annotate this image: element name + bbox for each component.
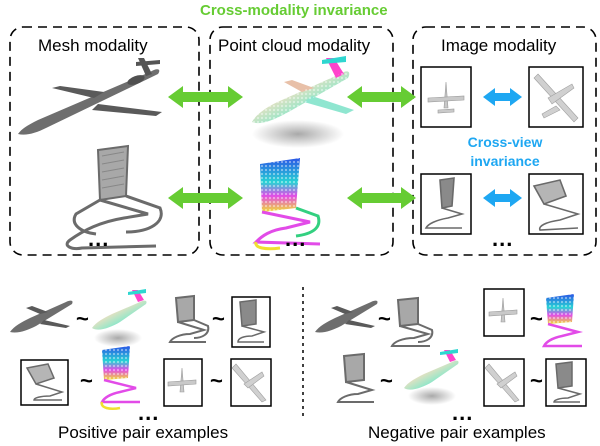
point-cloud-chair	[252, 158, 321, 251]
mesh-chair	[65, 144, 163, 250]
image-airplane-front-render	[427, 81, 465, 114]
image-chair-side-render	[424, 177, 465, 229]
positive-pair-caption: Positive pair examples	[58, 423, 229, 442]
cross-modality-arrow-pc-img-airplane	[347, 86, 416, 108]
negative-pair-airplane-image-front-render	[488, 297, 518, 323]
point-cloud-modality-box	[209, 26, 394, 256]
image-modality-box	[412, 26, 597, 256]
cross-modality-arrow-mesh-pc-airplane	[168, 86, 243, 108]
positive-pair-airplane-pc	[92, 289, 147, 330]
image-ellipsis: ...	[492, 226, 514, 251]
positive-pair-airplane-mesh	[10, 300, 73, 333]
negative-pair-pc-shadow	[408, 387, 456, 405]
pc-airplane-shadow	[252, 120, 344, 148]
positive-tilde-1: ~	[76, 306, 89, 331]
point-cloud-airplane	[252, 56, 354, 124]
cross-view-title: Cross-view invariance	[467, 134, 543, 169]
positive-pair-chair-image-2-render	[25, 363, 65, 401]
point-cloud-modality-label: Point cloud modality	[218, 36, 371, 55]
mesh-modality-box	[9, 26, 200, 256]
cross-modality-arrow-mesh-pc-chair	[168, 187, 243, 209]
negative-tilde-3: ~	[380, 368, 393, 393]
image-chair-angle-render	[532, 179, 581, 231]
image-chair-angle	[528, 173, 584, 235]
negative-tilde-4: ~	[530, 368, 543, 393]
negative-pair-airplane-pc	[404, 349, 459, 390]
mesh-ellipsis: ...	[88, 226, 110, 251]
cross-modality-title: Cross-modality invariance	[200, 2, 388, 19]
positive-tilde-2: ~	[212, 306, 225, 331]
negative-ellipsis: ...	[452, 400, 474, 425]
positive-tilde-4: ~	[210, 368, 223, 393]
negative-tilde-1: ~	[378, 306, 391, 331]
point-cloud-ellipsis: ...	[285, 226, 307, 251]
negative-pair-chair-image-render	[553, 361, 583, 403]
positive-tilde-3: ~	[80, 368, 93, 393]
mesh-airplane	[18, 58, 162, 135]
mesh-modality-label: Mesh modality	[38, 36, 148, 55]
positive-pair-pc-shadow	[94, 329, 142, 347]
negative-pair-chair-mesh-2	[336, 352, 376, 403]
negative-tilde-2: ~	[530, 306, 543, 331]
negative-pair-airplane-mesh	[315, 300, 378, 333]
positive-pair-chair-mesh	[168, 294, 210, 343]
negative-pair-chair-mesh	[390, 296, 434, 347]
cross-view-arrow-airplane	[483, 88, 522, 106]
positive-pair-chair-image-render	[237, 299, 267, 343]
negative-pair-chair-pc	[541, 294, 583, 348]
positive-pair-airplane-image-top-render	[231, 363, 267, 403]
image-modality-label: Image modality	[441, 36, 557, 55]
negative-pair-airplane-image-top-render	[484, 363, 520, 403]
cross-view-arrow-chair	[483, 189, 522, 207]
positive-pair-airplane-image-front-render	[167, 367, 197, 393]
cross-modality-arrow-pc-img-chair	[347, 187, 416, 209]
negative-pair-caption: Negative pair examples	[368, 423, 546, 442]
positive-pair-chair-pc	[99, 346, 140, 410]
positive-ellipsis: ...	[138, 400, 160, 425]
image-airplane-top-render	[533, 73, 579, 123]
